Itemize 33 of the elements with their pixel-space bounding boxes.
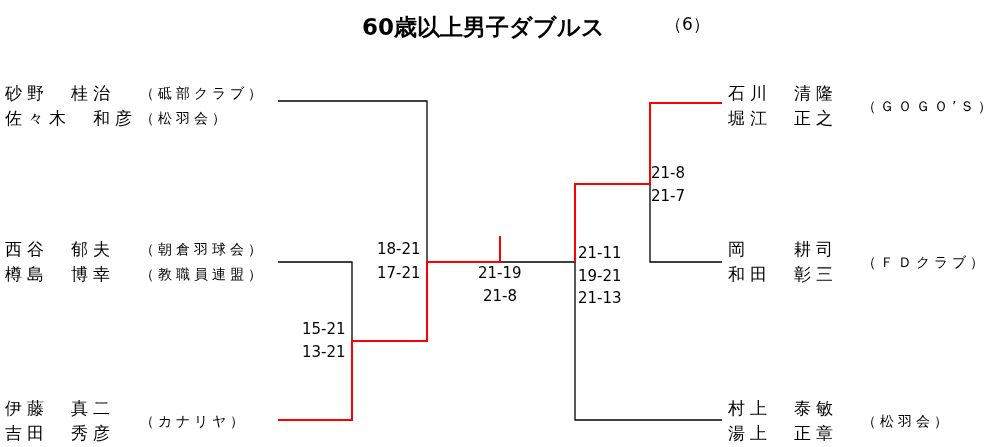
round-number: （6） bbox=[665, 14, 710, 34]
club-name: （松羽会） bbox=[140, 109, 230, 128]
player-name: 和田 彰三 bbox=[728, 263, 838, 285]
club-name: （朝倉羽球会） bbox=[140, 240, 266, 259]
match-score: 21-8 bbox=[483, 286, 518, 306]
player-name: 堀江 正之 bbox=[728, 107, 838, 129]
match-score: 21-8 bbox=[651, 163, 686, 183]
player-name: 石川 清隆 bbox=[728, 82, 838, 104]
player-name: 岡 耕司 bbox=[728, 238, 838, 260]
player-name: 樽島 博幸 bbox=[5, 263, 115, 285]
match-score: 15-21 bbox=[302, 319, 346, 339]
player-name: 村上 泰敏 bbox=[728, 397, 838, 419]
match-score: 13-21 bbox=[302, 342, 346, 362]
club-name: （砥部クラブ） bbox=[140, 84, 266, 103]
match-score: 19-21 bbox=[578, 266, 622, 286]
club-name: （ＧＯＧＯ’Ｓ） bbox=[862, 97, 997, 116]
club-name: （松羽会） bbox=[862, 412, 952, 431]
player-name: 吉田 秀彦 bbox=[5, 422, 115, 444]
player-name: 湯上 正章 bbox=[728, 422, 838, 444]
club-name: （カナリヤ） bbox=[140, 412, 248, 431]
match-score: 17-21 bbox=[377, 263, 421, 283]
player-name: 伊藤 真二 bbox=[5, 397, 115, 419]
match-score: 21-13 bbox=[578, 288, 622, 308]
match-score: 21-19 bbox=[478, 263, 522, 283]
club-name: （教職員連盟） bbox=[140, 265, 266, 284]
player-name: 佐々木 和彦 bbox=[5, 107, 137, 129]
match-score: 18-21 bbox=[377, 239, 421, 259]
title: 60歳以上男子ダブルス bbox=[362, 13, 605, 42]
match-score: 21-7 bbox=[651, 186, 686, 206]
club-name: （ＦＤクラブ） bbox=[862, 253, 988, 272]
player-name: 西谷 郁夫 bbox=[5, 238, 115, 260]
player-name: 砂野 桂治 bbox=[5, 82, 115, 104]
match-score: 21-11 bbox=[578, 243, 622, 263]
